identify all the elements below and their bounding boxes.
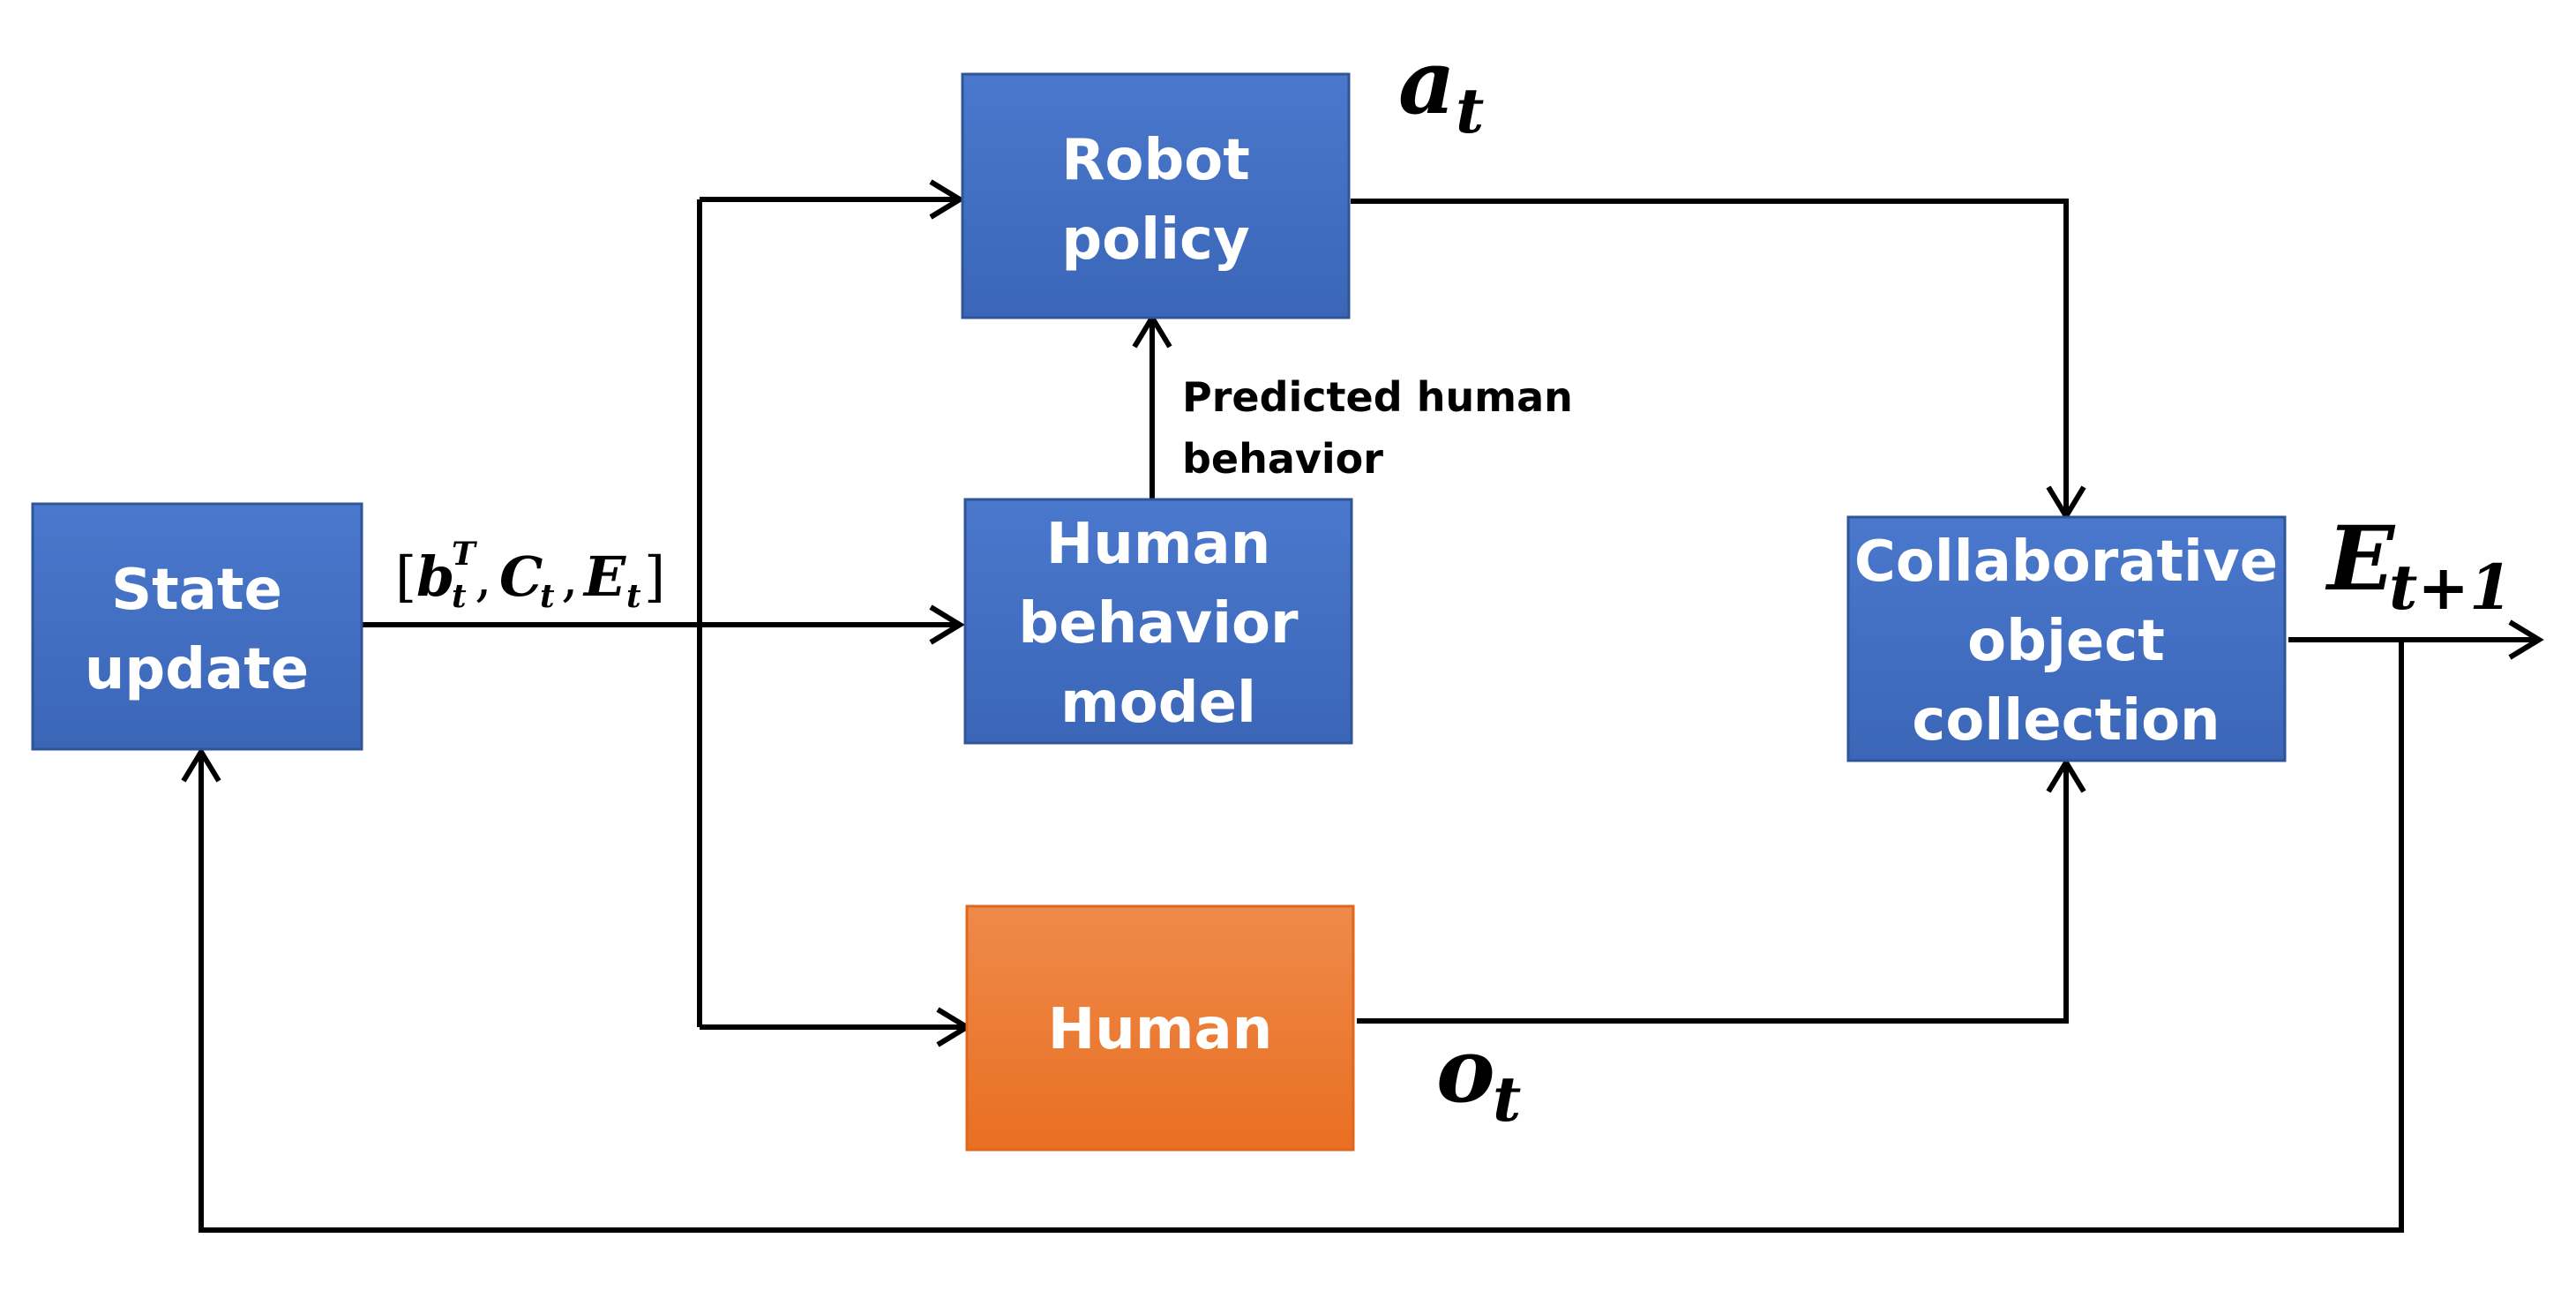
edge-feedback-loop — [198, 640, 2404, 1233]
state-vector-b-sup: T — [452, 536, 477, 573]
node-human-behavior-model: Human behavior model — [963, 498, 1353, 745]
observation-subscript: t — [1493, 1062, 1521, 1136]
node-robot-policy-line-2: policy — [1061, 207, 1249, 273]
node-human-behavior-model-line-2: behavior — [1018, 591, 1299, 656]
arrowhead-state-update — [181, 747, 221, 783]
label-predicted-human-behavior-line-1: Predicted human — [1182, 373, 1573, 421]
label-observation: o t — [1436, 1018, 1521, 1136]
arrowhead-robot-policy — [929, 179, 965, 220]
node-robot-policy-line-1: Robot — [1061, 128, 1250, 193]
state-vector-close-bracket: ] — [644, 544, 665, 609]
arrowhead-output — [2508, 619, 2544, 660]
node-human-behavior-model-line-1: Human — [1046, 512, 1271, 577]
action-symbol: a — [1398, 30, 1456, 134]
edge-robot-policy-to-collection — [1351, 199, 2069, 514]
label-next-env: E t+1 — [2325, 506, 2512, 624]
state-vector-e: E — [582, 544, 626, 609]
observation-symbol: o — [1436, 1018, 1495, 1122]
node-collection-line-1: Collaborative — [1854, 529, 2278, 595]
node-human-line-1: Human — [1048, 997, 1273, 1062]
label-state-vector: [ b T t , C t , E t ] — [395, 536, 665, 615]
arrowhead-behavior-model — [929, 604, 965, 645]
node-robot-policy: Robot policy — [961, 72, 1351, 319]
node-state-update-line-2: update — [85, 637, 309, 702]
node-state-update: State update — [31, 502, 363, 751]
state-vector-b-sub: t — [452, 578, 467, 615]
state-vector-c-sub: t — [540, 578, 555, 615]
node-human-behavior-model-line-3: model — [1060, 671, 1256, 736]
label-action: a t — [1398, 30, 1484, 147]
state-vector-b: b — [416, 544, 454, 609]
node-collection-line-3: collection — [1912, 688, 2220, 754]
next-env-symbol: E — [2325, 506, 2396, 611]
action-subscript: t — [1456, 74, 1484, 147]
state-vector-open-bracket: [ — [395, 544, 416, 609]
state-vector-comma-1: , — [475, 544, 492, 609]
node-collaborative-object-collection: Collaborative object collection — [1846, 515, 2287, 762]
edge-human-to-collection — [1357, 765, 2069, 1024]
state-vector-e-sub: t — [626, 578, 641, 615]
state-vector-comma-2: , — [561, 544, 579, 609]
node-collection-line-2: object — [1967, 609, 2165, 674]
label-predicted-human-behavior-line-2: behavior — [1182, 435, 1383, 483]
arrowhead-collection-bottom — [2046, 757, 2086, 793]
node-human: Human — [965, 904, 1355, 1152]
node-state-update-line-1: State — [111, 558, 282, 623]
next-env-subscript: t+1 — [2389, 551, 2512, 624]
state-vector-c: C — [499, 544, 543, 609]
